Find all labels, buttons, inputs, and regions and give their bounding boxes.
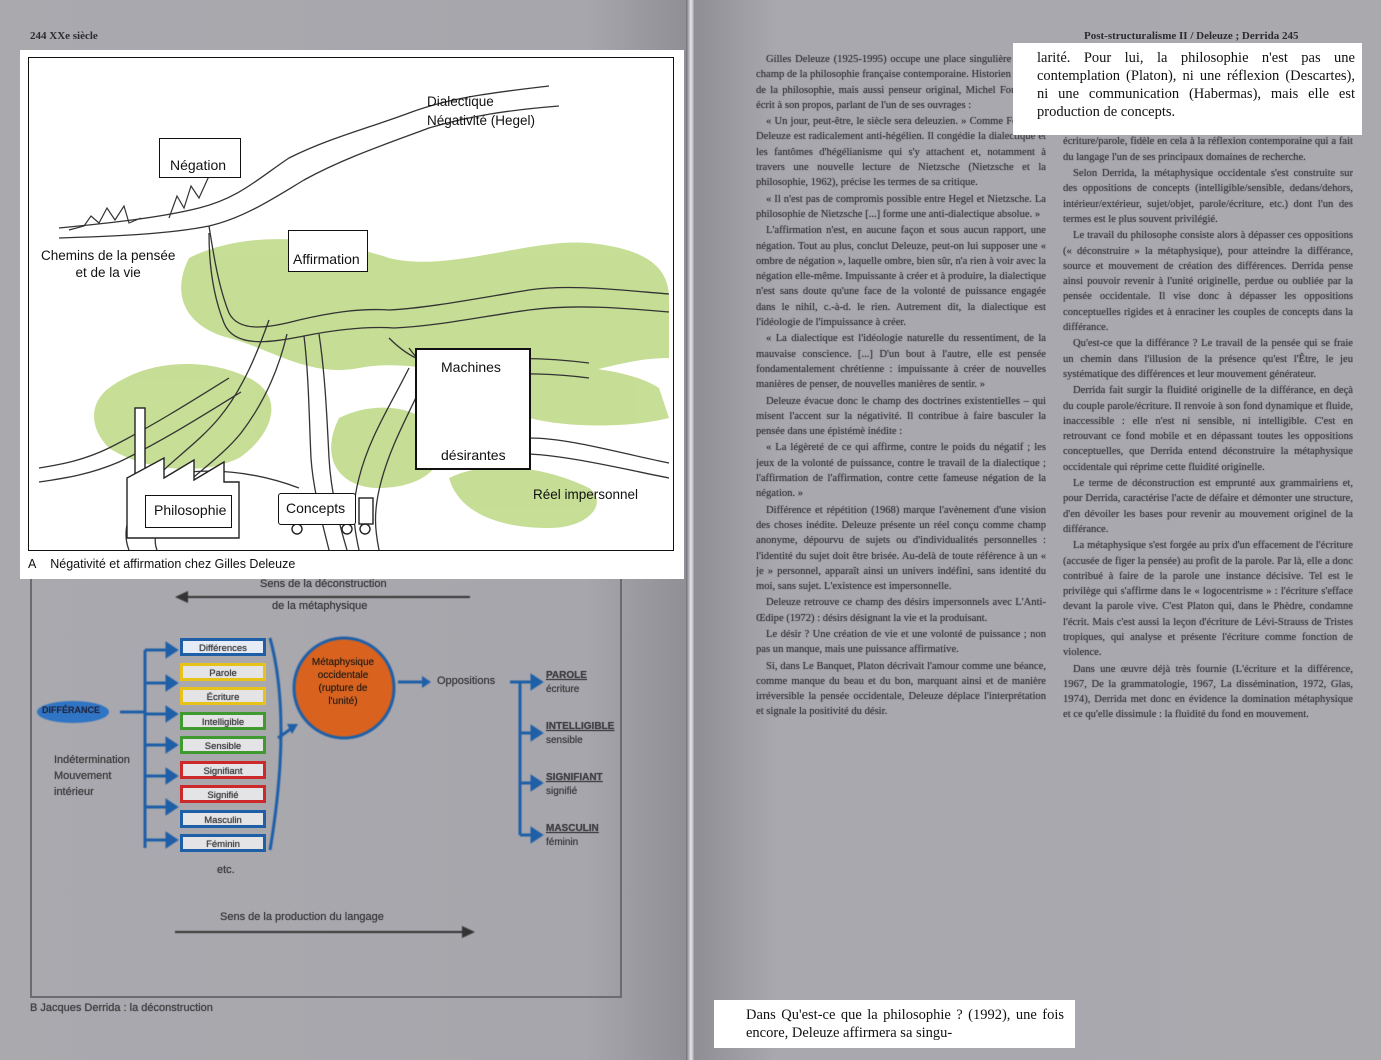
paragraph: Dans une œuvre déjà très fournie (L'écri… xyxy=(1063,663,1353,721)
paragraph: « Il n'est pas de compromis possible ent… xyxy=(756,193,1046,220)
paragraph: Deleuze retrouve ce champ des désirs imp… xyxy=(756,597,1046,624)
paragraph: « La légèreté de ce qui affirme, contre … xyxy=(756,442,1046,500)
paragraph: « La dialectique est l'idéologie naturel… xyxy=(756,333,1046,391)
philosophie-label: Philosophie xyxy=(154,502,227,518)
label-reel-impersonnel: Réel impersonnel xyxy=(533,487,639,502)
label-chemins-line: et de la vie xyxy=(75,265,141,280)
fig-b-top-arrow-label-2: de la métaphysique xyxy=(272,600,368,612)
figure-a-caption-text: Négativité et affirmation chez Gilles De… xyxy=(50,557,296,571)
popup-top-text: larité. Pour lui, la philosophie n'est p… xyxy=(1037,50,1355,120)
philosophie-box: Philosophie xyxy=(145,495,232,528)
fig-b-stack-item: Signifiant xyxy=(180,760,266,779)
fig-b-metaphysique-line: l'unité) xyxy=(328,696,358,707)
figure-a-caption-letter: A xyxy=(28,557,37,571)
figure-b-diagram xyxy=(37,591,544,938)
negation-label: Négation xyxy=(170,157,227,173)
fig-b-pair-subordinate: écriture xyxy=(546,684,580,695)
fig-b-differance: DIFFÉRANCE xyxy=(42,705,100,715)
label-dialectique: Dialectique xyxy=(427,94,494,109)
label-chemins-line: Chemins de la pensée xyxy=(41,248,176,263)
fig-b-oppositions: Oppositions xyxy=(437,675,496,687)
fig-b-pair-subordinate: féminin xyxy=(546,837,579,848)
popup-bottom-text: Dans Qu'est-ce que la philosophie ? (199… xyxy=(746,1007,1064,1041)
fig-b-pair-dominant: MASCULIN xyxy=(546,823,599,834)
paragraph: Le désir ? Une création de vie et une vo… xyxy=(756,628,1046,656)
paragraph: Le travail du philosophe consiste alors … xyxy=(1063,230,1353,334)
text-column-left: Gilles Deleuze (1925-1995) occupe une pl… xyxy=(756,52,1046,1002)
fig-b-stack-item: Intelligible xyxy=(180,711,266,730)
fig-b-pair-dominant: PAROLE xyxy=(546,670,587,681)
figure-b-caption: B Jacques Derrida : la déconstruction xyxy=(30,1002,213,1014)
fig-b-stack-item: Écriture xyxy=(180,687,266,705)
right-running-head: Post-structuralisme II / Deleuze ; Derri… xyxy=(1084,30,1299,42)
fig-b-etc: etc. xyxy=(217,864,235,876)
machines-desirantes-box: Machines désirantes xyxy=(415,348,531,470)
figure-b-deconstruction: Sens de la déconstruction de la métaphys… xyxy=(30,578,622,998)
fig-b-stack-item: Signifié xyxy=(180,785,266,803)
paragraph: Si, dans Le Banquet, Platon décrivait l'… xyxy=(756,660,1046,718)
fig-b-bottom-arrow-label: Sens de la production du langage xyxy=(220,911,384,923)
fig-b-metaphysique-line: (rupture de xyxy=(318,683,368,694)
fig-b-stack-item: Masculin xyxy=(180,809,266,828)
label-desirantes: désirantes xyxy=(441,447,506,463)
fig-b-pair-subordinate: sensible xyxy=(546,735,583,746)
fig-b-stack-item: Féminin xyxy=(180,834,266,852)
fig-b-stack-item: Parole xyxy=(180,662,266,681)
fig-b-pair-dominant: INTELLIGIBLE xyxy=(546,721,615,732)
fig-b-indetermination-2: Mouvement xyxy=(54,770,112,782)
fig-b-metaphysique-line: Métaphysique xyxy=(311,657,375,668)
fig-b-indetermination-3: intérieur xyxy=(54,786,94,798)
fig-b-metaphysique: Métaphysique occidentale (rupture de l'u… xyxy=(298,656,388,708)
paragraph: Le terme de déconstruction est emprunté … xyxy=(1063,478,1353,535)
fig-b-pair-dominant: SIGNIFIANT xyxy=(546,772,603,783)
figure-a-deleuze: Dialectique Négativité (Hegel) Négation … xyxy=(22,52,682,577)
paragraph: Différence et répétition (1968) marque l… xyxy=(756,504,1046,593)
right-page: Post-structuralisme II / Deleuze ; Derri… xyxy=(694,0,1381,1060)
affirmation-label: Affirmation xyxy=(293,251,360,267)
fig-b-indetermination-1: Indétermination xyxy=(54,754,130,766)
paragraph: L'affirmation n'est, en aucune façon et … xyxy=(756,225,1046,329)
concepts-box: Concepts xyxy=(278,493,356,525)
highlight-popup-bottom: Dans Qu'est-ce que la philosophie ? (199… xyxy=(716,1002,1073,1046)
fig-b-stack-item: Différences xyxy=(180,638,266,656)
left-page: 244 XXe siècle xyxy=(0,0,688,1060)
figure-a-frame: Dialectique Négativité (Hegel) Négation … xyxy=(28,57,674,551)
paragraph: Selon Derrida, la métaphysique occidenta… xyxy=(1063,168,1353,225)
fig-b-top-arrow-label-1: Sens de la déconstruction xyxy=(260,578,387,590)
paragraph: « Un jour, peut-être, le siècle sera del… xyxy=(756,116,1046,189)
label-machines: Machines xyxy=(441,359,501,375)
paragraph: La métaphysique s'est forgée au prix d'u… xyxy=(1063,540,1353,659)
book-gutter xyxy=(686,0,696,1060)
paragraph: Derrida fait surgir la fluidité originel… xyxy=(1063,385,1353,473)
label-negativite-hegel: Négativité (Hegel) xyxy=(427,113,536,128)
concepts-label: Concepts xyxy=(286,500,346,516)
fig-b-metaphysique-line: occidentale xyxy=(317,670,369,681)
affirmation-box: Affirmation xyxy=(288,230,368,272)
left-running-head: 244 XXe siècle xyxy=(30,30,98,42)
figure-a-landscape-drawing xyxy=(38,85,670,550)
fig-b-stack-item: Sensible xyxy=(180,736,266,754)
paragraph: Qu'est-ce que la différance ? Le travail… xyxy=(1063,338,1353,380)
negation-box: Négation xyxy=(159,138,241,178)
figure-a-caption: A Négativité et affirmation chez Gilles … xyxy=(28,557,295,571)
label-chemins: Chemins de la pensée et de la vie xyxy=(41,247,175,281)
paragraph: Deleuze évacue donc le champ des doctrin… xyxy=(756,395,1046,438)
fig-b-pair-subordinate: signifié xyxy=(546,786,578,797)
text-column-right: Jacques Derrida (1930), dans la lignée d… xyxy=(1063,58,1353,1043)
paragraph: Gilles Deleuze (1925-1995) occupe une pl… xyxy=(756,54,1046,111)
highlight-popup-top: larité. Pour lui, la philosophie n'est p… xyxy=(1015,45,1360,133)
